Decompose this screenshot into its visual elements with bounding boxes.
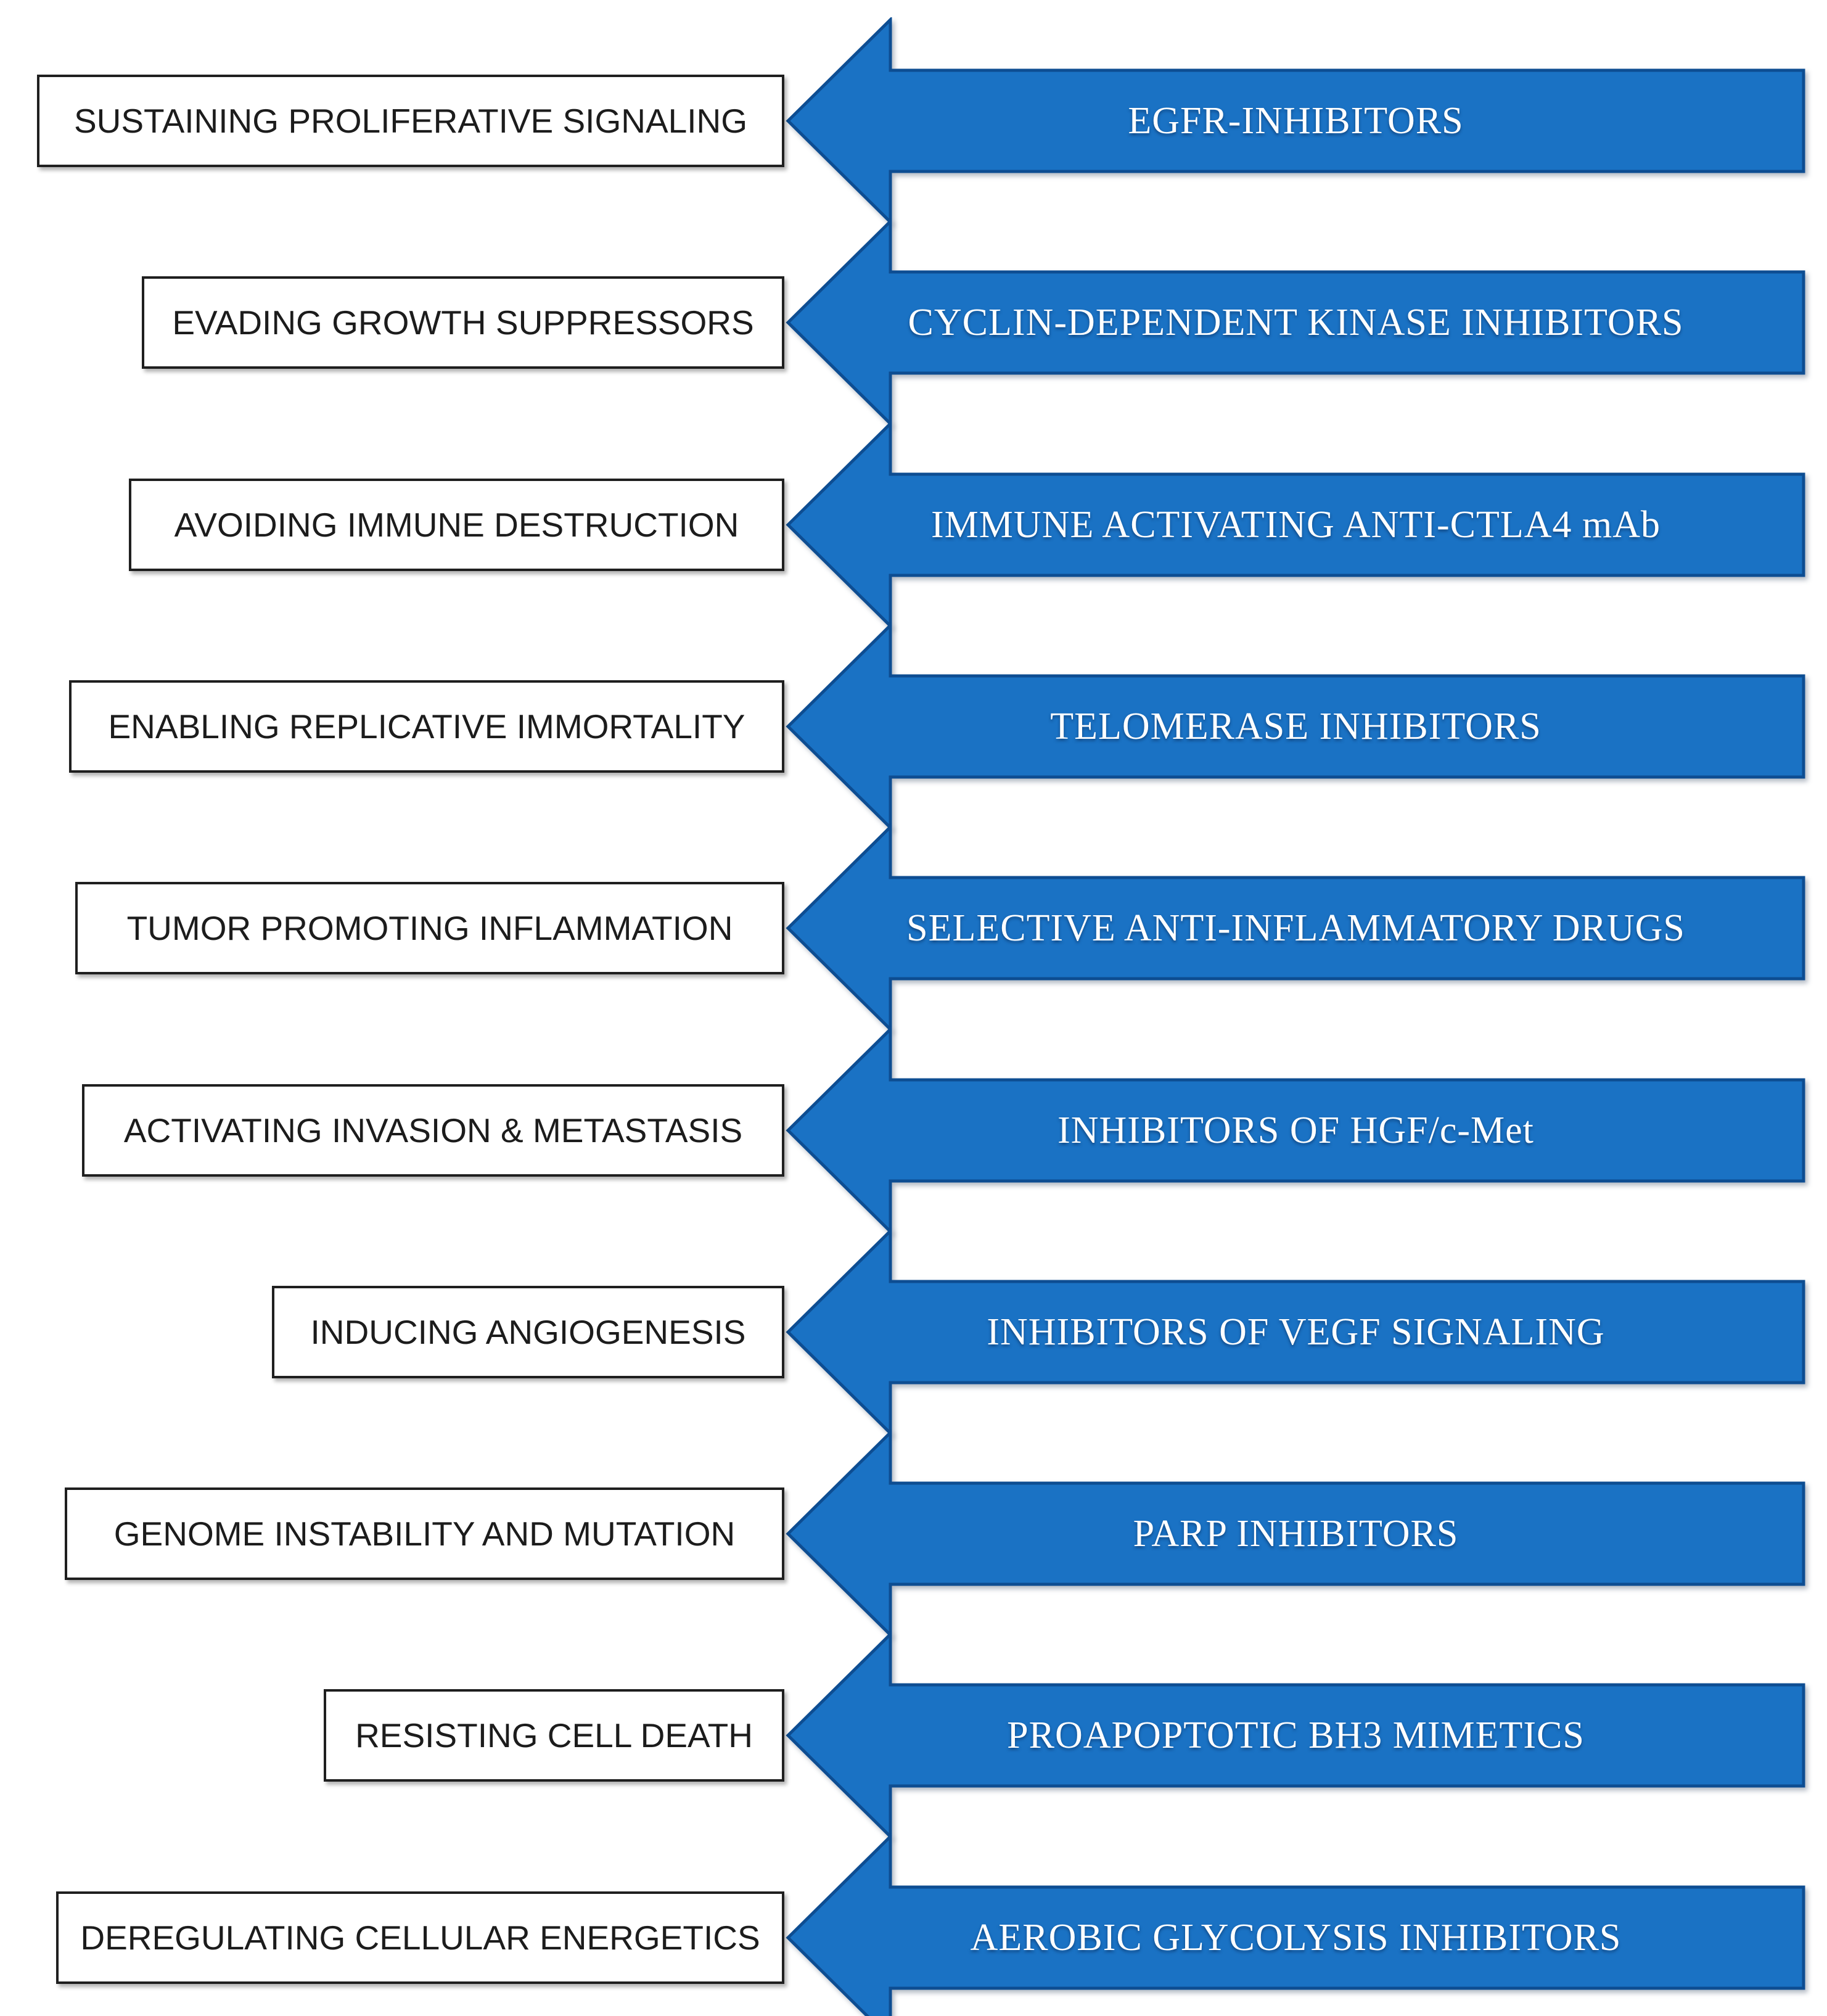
- left-arrow-shape: [786, 1027, 1805, 1234]
- left-arrow-polygon: [786, 825, 1805, 1032]
- left-arrow-shape: [786, 1228, 1805, 1436]
- diagram-row: IMMUNE ACTIVATING ANTI-CTLA4 mAb AVOIDIN…: [0, 421, 1827, 628]
- left-arrow-polygon: [786, 623, 1805, 830]
- hallmark-label: INDUCING ANGIOGENESIS: [310, 1313, 746, 1351]
- left-arrow-shape: [786, 421, 1805, 628]
- left-arrow-shape: [786, 17, 1805, 224]
- hallmark-label: GENOME INSTABILITY AND MUTATION: [113, 1515, 736, 1553]
- therapy-label: PROAPOPTOTIC BH3 MIMETICS: [1007, 1714, 1585, 1756]
- therapy-label: CYCLIN-DEPENDENT KINASE INHIBITORS: [908, 301, 1684, 344]
- left-arrow-shape: [786, 1430, 1805, 1637]
- left-arrow-polygon: [786, 219, 1805, 426]
- diagram-row: EGFR-INHIBITORS SUSTAINING PROLIFERATIVE…: [0, 17, 1827, 224]
- therapy-label: AEROBIC GLYCOLYSIS INHIBITORS: [970, 1916, 1622, 1959]
- hallmark-label: RESISTING CELL DEATH: [355, 1716, 753, 1755]
- hallmark-box: ENABLING REPLICATIVE IMMORTALITY: [69, 680, 784, 773]
- diagram-row: INHIBITORS OF HGF/c-Met ACTIVATING INVAS…: [0, 1027, 1827, 1234]
- diagram-row: AEROBIC GLYCOLYSIS INHIBITORS DEREGULATI…: [0, 1834, 1827, 2016]
- therapy-label: SELECTIVE ANTI-INFLAMMATORY DRUGS: [906, 907, 1685, 949]
- diagram-row: PROAPOPTOTIC BH3 MIMETICS RESISTING CELL…: [0, 1632, 1827, 1839]
- therapy-label: TELOMERASE INHIBITORS: [1050, 705, 1542, 747]
- hallmark-box: DEREGULATING CELLULAR ENERGETICS: [56, 1891, 784, 1984]
- hallmark-label: ENABLING REPLICATIVE IMMORTALITY: [108, 707, 745, 746]
- therapy-label: EGFR-INHIBITORS: [1128, 99, 1464, 142]
- left-arrow-shape: [786, 1834, 1805, 2016]
- hallmark-box: AVOIDING IMMUNE DESTRUCTION: [129, 479, 784, 571]
- left-arrow-polygon: [786, 17, 1805, 224]
- diagram-row: CYCLIN-DEPENDENT KINASE INHIBITORS EVADI…: [0, 219, 1827, 426]
- hallmark-label: SUSTAINING PROLIFERATIVE SIGNALING: [73, 102, 748, 140]
- left-arrow-polygon: [786, 1834, 1805, 2016]
- left-arrow-shape: [786, 219, 1805, 426]
- left-arrow-polygon: [786, 1430, 1805, 1637]
- hallmark-box: GENOME INSTABILITY AND MUTATION: [65, 1487, 784, 1580]
- left-arrow-shape: [786, 623, 1805, 830]
- therapy-label: INHIBITORS OF HGF/c-Met: [1057, 1109, 1534, 1151]
- hallmark-box: EVADING GROWTH SUPPRESSORS: [142, 276, 784, 369]
- left-arrow-polygon: [786, 421, 1805, 628]
- hallmark-label: TUMOR PROMOTING INFLAMMATION: [126, 909, 733, 947]
- left-arrow-polygon: [786, 1632, 1805, 1839]
- left-arrow-polygon: [786, 1228, 1805, 1436]
- left-arrow-polygon: [786, 1027, 1805, 1234]
- hallmark-box: TUMOR PROMOTING INFLAMMATION: [75, 882, 784, 974]
- hallmark-box: RESISTING CELL DEATH: [324, 1689, 784, 1782]
- left-arrow-shape: [786, 1632, 1805, 1839]
- hallmark-box: INDUCING ANGIOGENESIS: [272, 1286, 784, 1378]
- hallmark-box: SUSTAINING PROLIFERATIVE SIGNALING: [37, 75, 784, 167]
- diagram-row: SELECTIVE ANTI-INFLAMMATORY DRUGS TUMOR …: [0, 825, 1827, 1032]
- hallmark-box: ACTIVATING INVASION & METASTASIS: [82, 1084, 784, 1177]
- left-arrow-shape: [786, 825, 1805, 1032]
- diagram-row: INHIBITORS OF VEGF SIGNALING INDUCING AN…: [0, 1228, 1827, 1436]
- hallmark-label: EVADING GROWTH SUPPRESSORS: [172, 303, 754, 342]
- hallmark-label: AVOIDING IMMUNE DESTRUCTION: [174, 506, 739, 544]
- hallmark-label: ACTIVATING INVASION & METASTASIS: [123, 1111, 743, 1150]
- therapy-label: IMMUNE ACTIVATING ANTI-CTLA4 mAb: [931, 503, 1661, 546]
- hallmark-label: DEREGULATING CELLULAR ENERGETICS: [80, 1919, 760, 1957]
- therapy-label: INHIBITORS OF VEGF SIGNALING: [987, 1310, 1605, 1353]
- therapy-label: PARP INHIBITORS: [1133, 1512, 1459, 1555]
- diagram-row: TELOMERASE INHIBITORS ENABLING REPLICATI…: [0, 623, 1827, 830]
- diagram-row: PARP INHIBITORS GENOME INSTABILITY AND M…: [0, 1430, 1827, 1637]
